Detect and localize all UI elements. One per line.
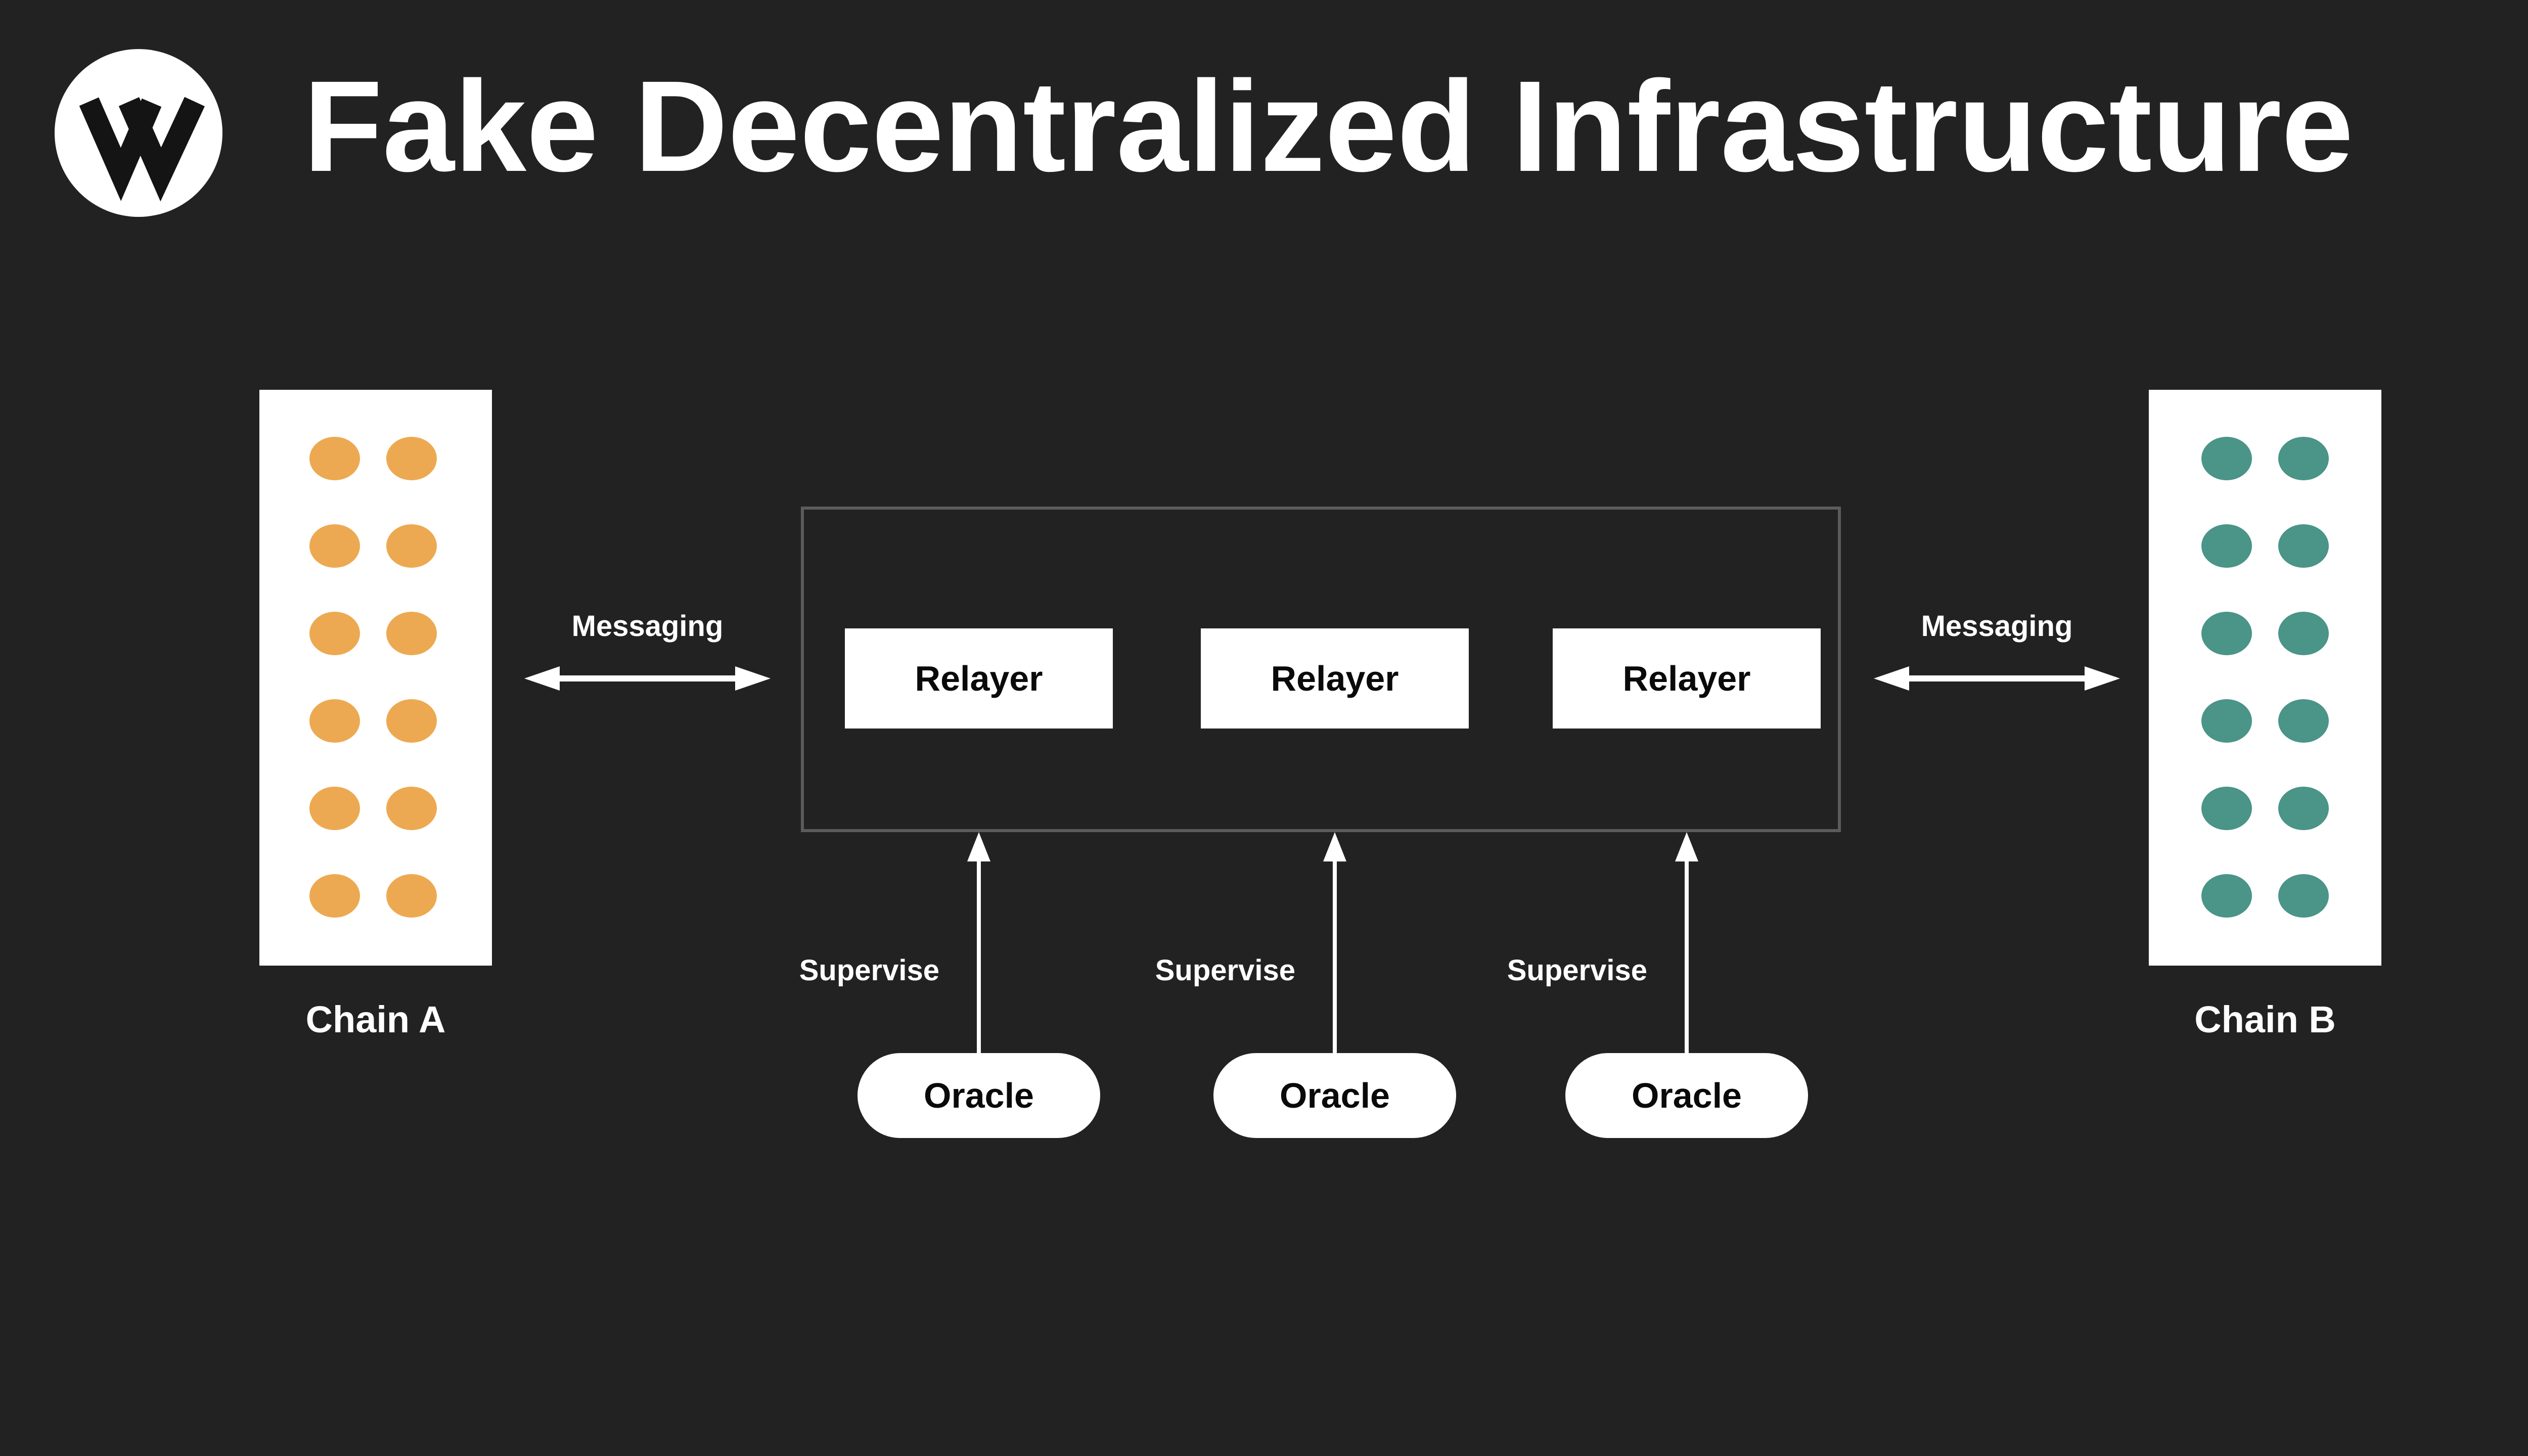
chain-dot: [2201, 699, 2252, 743]
relayer-box-1: Relayer: [845, 628, 1113, 729]
logo: [55, 49, 222, 217]
chain-dot: [386, 437, 437, 480]
chain-a-dots: [259, 390, 492, 966]
chain-dot: [2201, 874, 2252, 918]
supervise-arrow-3-icon: [1675, 832, 1698, 1053]
oracle-pill-2: Oracle: [1213, 1053, 1456, 1138]
chain-b-box: [2149, 390, 2381, 966]
chain-a-box: [259, 390, 492, 966]
chain-dot: [2201, 612, 2252, 655]
supervise-label-3: Supervise: [1507, 954, 1647, 987]
chain-dot: [386, 612, 437, 655]
chain-dot: [309, 699, 360, 743]
chain-dot: [386, 874, 437, 918]
oracle-pill-1: Oracle: [857, 1053, 1100, 1138]
chain-dot: [2278, 874, 2329, 918]
chain-dot: [309, 437, 360, 480]
chain-dot: [386, 699, 437, 743]
supervise-label-1: Supervise: [799, 954, 939, 987]
logo-w-icon: [55, 49, 222, 217]
relayer-box-2: Relayer: [1201, 628, 1469, 729]
supervise-arrow-2-icon: [1323, 832, 1346, 1053]
chain-dot: [2201, 787, 2252, 830]
supervise-label-2: Supervise: [1155, 954, 1295, 987]
chain-dot: [309, 787, 360, 830]
supervise-arrow-1-icon: [967, 832, 990, 1053]
messaging-label-right: Messaging: [1921, 610, 2073, 643]
messaging-arrow-left-icon: [524, 666, 771, 691]
chain-dot: [309, 524, 360, 568]
chain-b-dots: [2149, 390, 2381, 966]
messaging-arrow-right-icon: [1874, 666, 2120, 691]
chain-dot: [309, 874, 360, 918]
chain-dot: [309, 612, 360, 655]
chain-dot: [2201, 437, 2252, 480]
chain-dot: [2278, 612, 2329, 655]
page-title: Fake Decentralized Infrastructure: [303, 54, 2354, 199]
chain-dot: [386, 524, 437, 568]
relayer-box-3: Relayer: [1553, 628, 1821, 729]
relayer-network-container: [801, 507, 1841, 832]
chain-dot: [2278, 787, 2329, 830]
chain-dot: [2278, 699, 2329, 743]
messaging-label-left: Messaging: [571, 610, 724, 643]
chain-b-label: Chain B: [2194, 998, 2336, 1040]
oracle-pill-3: Oracle: [1565, 1053, 1808, 1138]
chain-dot: [386, 787, 437, 830]
chain-dot: [2201, 524, 2252, 568]
chain-dot: [2278, 524, 2329, 568]
chain-dot: [2278, 437, 2329, 480]
chain-a-label: Chain A: [305, 998, 446, 1040]
